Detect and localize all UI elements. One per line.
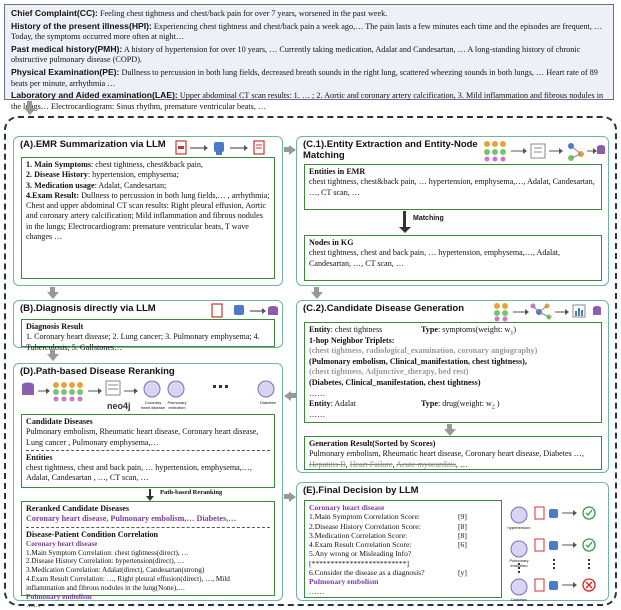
emr-cc: Chief Complaint(CC): Feeling chest tight… (11, 8, 388, 18)
triplet-1: (chest tightness, radiological_examinati… (309, 346, 538, 356)
emr-pmh: Past medical history(PMH): A history of … (11, 43, 581, 65)
candidate-entities-box: Candidate Diseases Pulmonary embolism, R… (21, 414, 275, 488)
arrow-generation-shaft (447, 424, 452, 430)
rerank-arrow-head (145, 496, 154, 501)
arrow-c2-d-head (284, 391, 291, 401)
panel-entity-matching: (C.1).Entity Extraction and Entity-Node … (296, 136, 609, 286)
arrow-b-d-shaft (50, 349, 55, 355)
decision-node-hypertension: hypertension (507, 525, 531, 530)
arrow-generation-head (443, 429, 456, 436)
reranking-icons (22, 380, 275, 402)
panel-candidate-generation: (C.2).Candidate Disease Generation Entit… (296, 300, 609, 473)
emr-hpi: History of the present illness(HPI): Exp… (11, 20, 603, 42)
divider (26, 526, 270, 528)
node-label-diabetes: Diabetes (260, 400, 276, 405)
emr-entities-box: Entities in EMR chest tightness, chest&b… (304, 164, 602, 210)
panel-c2-title: (C.2).Candidate Disease Generation (303, 303, 465, 314)
matching-arrow-head (398, 227, 411, 233)
triplet-3: (chest tightness, Adjunctive_therapy, be… (309, 367, 469, 377)
entity-matching-icons (484, 141, 605, 162)
arrow-c1-c2-shaft (314, 287, 319, 293)
panel-emr-summarization: (A).EMR Summarization via LLM 1. Main Sy… (13, 136, 283, 286)
llm-diagnosis-icons (211, 303, 278, 318)
matching-label: Matching (413, 215, 444, 222)
diagnosis-result-box: Diagnosis Result 1. Coronary heart disea… (21, 319, 275, 352)
panel-d-title: (D).Path-based Disease Reranking (20, 366, 175, 377)
reranked-box: Reranked Candidate Diseases Coronary hea… (21, 501, 275, 609)
arrow-c2-d-shaft (290, 393, 296, 398)
decision-node-diabetes: Diabetes (511, 597, 527, 602)
node-label-pe: Pulmonary embolism (167, 400, 187, 410)
panel-a-title: (A).EMR Summarization via LLM (20, 139, 166, 150)
panel-final-decision: (E).Final Decision by LLM Coronary heart… (296, 482, 609, 602)
emr-record-box: Chief Complaint(CC): Feeling chest tight… (4, 4, 614, 111)
decision-icons (510, 506, 596, 596)
arrow-b-d-head (46, 354, 59, 361)
arrow-d-e-head (289, 492, 296, 502)
neo4j-logo: neo4j (107, 401, 131, 411)
kg-nodes-box: Nodes in KG chest tightness, chest and b… (304, 235, 602, 281)
arrow-a-b-shaft (50, 287, 55, 293)
emr-arrow-head (23, 108, 36, 115)
reranked-list: Coronary heart disease, Pulmonary emboli… (26, 514, 237, 524)
panel-b-title: (B).Diagnosis directly via LLM (20, 303, 156, 314)
llm-summary-icons (175, 140, 265, 155)
panel-e-title: (E).Final Decision by LLM (303, 485, 419, 496)
path-reranking-label: Path-based Reranking (160, 489, 223, 496)
pipeline-frame (4, 116, 617, 606)
arrow-c1-c2-head (310, 292, 323, 299)
arrow-a-c1-head (289, 145, 296, 155)
decision-node-pe: Pulmonary embolism (509, 558, 529, 568)
generation-result-box: Generation Result(Sorted by Scores) Pulm… (304, 436, 602, 470)
summary-text-box: 1. Main Symptoms: chest tightness, chest… (21, 157, 275, 279)
divider (26, 449, 270, 451)
emr-pe: Physical Examination(PE): Dullness to pe… (11, 66, 598, 88)
triplet-4: (Diabetes, Clinical_manifestation, chest… (309, 377, 481, 387)
rerank-arrow-shaft (149, 489, 151, 498)
node-label-chd: Coronary heart disease (140, 400, 165, 410)
triplet-2: (Pulmonary embolism, Clinical_manifestat… (309, 356, 527, 366)
panel-path-reranking: (D).Path-based Disease Reranking neo4j C… (13, 363, 283, 609)
panel-direct-diagnosis: (B).Diagnosis directly via LLM Diagnosis… (13, 300, 283, 352)
emr-lae: Laboratory and Aided examination(LAE): U… (11, 90, 604, 111)
triplets-box: Entity: chest tightness Type: symptoms(w… (304, 322, 602, 423)
panel-c1-title: (C.1).Entity Extraction and Entity-Node … (303, 139, 478, 161)
arrow-a-b-head (46, 292, 59, 299)
candidate-generation-icons (494, 303, 601, 322)
arrow-a-c1-shaft (284, 147, 290, 152)
decision-box: Coronary heart disease 1.Main Symptom Co… (304, 500, 502, 598)
emr-arrow-shaft (27, 101, 32, 109)
matching-arrow-shaft (403, 211, 406, 229)
arrow-d-e-shaft (284, 494, 290, 499)
